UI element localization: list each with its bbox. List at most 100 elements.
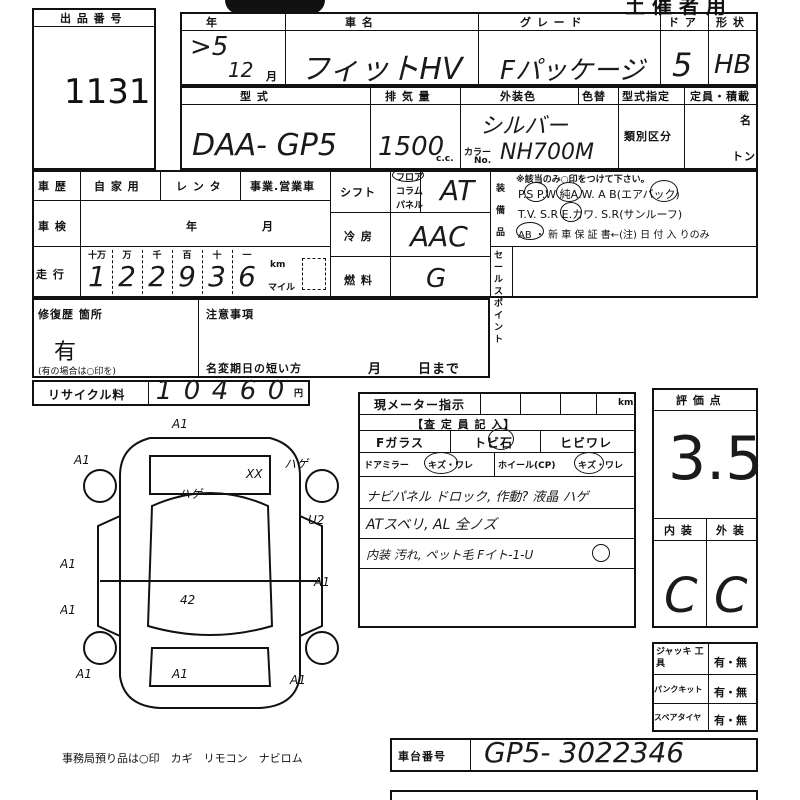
hood-outline	[149, 455, 271, 495]
ac-value: AAC	[410, 220, 468, 253]
row1-box	[180, 12, 758, 86]
inspector-line3: 内装 汚れ, ペット毛 Fイト-1-U	[366, 548, 534, 562]
color-no-label: No.	[474, 156, 492, 166]
notes-label: 注意事項	[206, 308, 254, 321]
floor-circle	[392, 168, 424, 182]
model-label: 型 式	[240, 90, 269, 103]
mileage-digit: 2	[118, 260, 136, 293]
private-use-label: 自 家 用	[94, 180, 140, 193]
column-label: コラム	[396, 187, 423, 197]
mile-label: マイル	[268, 283, 296, 293]
digit-label: 万	[122, 251, 132, 261]
row2-box	[180, 86, 758, 170]
damage-mark: A1	[171, 667, 188, 681]
panel-label: パネル	[396, 201, 424, 211]
damage-mark: ハゲ	[284, 457, 310, 471]
inspector-line2: ATスベリ, AL 全ノズ	[366, 517, 497, 533]
damage-mark: XX	[245, 467, 263, 481]
sr-circle	[560, 202, 582, 222]
front-right-wheel	[305, 469, 339, 503]
mileage-digit: 6	[238, 260, 256, 293]
lot-box	[32, 8, 156, 170]
damage-mark: A1	[73, 453, 90, 467]
exterior-label: 外 装	[716, 524, 745, 537]
ps-circle	[524, 182, 548, 202]
shape-value: HB	[714, 50, 752, 80]
ab2-circle	[516, 222, 544, 240]
recycle-digit: 4	[211, 376, 229, 406]
ac-label: 冷 房	[344, 230, 373, 243]
capacity-label: 定員・積載	[690, 90, 750, 103]
car-outline	[97, 437, 323, 709]
repair-note: (有の場合は○印を)	[38, 367, 116, 377]
jack-yes-no: 有・無	[714, 656, 747, 669]
shape-label: 形 状	[716, 16, 745, 29]
ton-unit: トン	[732, 150, 756, 163]
spare-yes-no: 有・無	[714, 714, 747, 727]
color-code: NH700M	[500, 140, 594, 165]
name-change-day: 日まで	[418, 362, 461, 377]
color-name: シルバー	[480, 114, 569, 139]
roof-outline	[146, 492, 274, 636]
meter-label: 現メーター指示	[374, 398, 466, 412]
meter-unit: km	[618, 398, 634, 408]
repair-value: 有	[54, 340, 77, 365]
recycle-digits: 1 0 4 6 0	[150, 376, 290, 406]
inspection-label: 車 検	[38, 220, 67, 233]
year-label: 年	[206, 16, 218, 29]
repair-notes-box	[32, 298, 490, 378]
shift-label: シフト	[340, 186, 376, 199]
accessories-box	[652, 642, 758, 732]
fuel-label: 燃 料	[344, 274, 373, 287]
puncture-yes-no: 有・無	[714, 686, 747, 699]
displacement-unit: c.c.	[436, 154, 454, 164]
puncture-kit-label: パンクキット	[654, 685, 703, 694]
mileage-digit-labels: 十万 万 千 百 十 一	[82, 248, 262, 261]
recycle-box	[32, 380, 310, 406]
history-label: 車 歴	[38, 180, 67, 193]
mileage-label: 走 行	[36, 268, 65, 281]
car-damage-diagram: A1 A1 ハゲ ハゲ XX U2 A1 A1 42 A1 A1 A1 A1	[60, 417, 339, 709]
crack-label: ヒビワレ	[560, 436, 613, 450]
inspector-title: 【査 定 員 記 入】	[412, 418, 516, 431]
car-label: 車 名	[345, 16, 374, 29]
fuel-value: G	[426, 264, 447, 294]
model-value: DAA- GP5	[192, 128, 337, 163]
chassis-label: 車台番号	[398, 750, 446, 763]
ab-circle	[650, 180, 678, 202]
header-smudge	[225, 0, 325, 14]
class-label: 類別区分	[624, 130, 672, 143]
mileage-digits: 1 2 2 9 3 6	[82, 260, 262, 293]
repair-label: 修復歴 箇所	[38, 308, 103, 321]
recycle-digit: 0	[183, 376, 201, 406]
wheel-label: ホイール(CP)	[498, 461, 556, 471]
digit-label: 千	[152, 251, 162, 261]
equipment-line2: T.V. S.R E.カワ. S.R(サンルーフ)	[518, 208, 683, 221]
chip-circle	[488, 428, 514, 450]
wheel-damage-circle	[574, 452, 604, 474]
shift-value: AT	[440, 174, 475, 207]
month-unit: 月	[266, 70, 278, 83]
lot-number: 1131	[64, 72, 151, 112]
recycle-digit: 6	[239, 376, 257, 406]
trunk-outline	[148, 647, 272, 687]
repaint-label: 色替	[582, 90, 606, 103]
damage-mark: A1	[60, 557, 76, 571]
grade-value: Fパッケージ	[500, 56, 645, 86]
spare-tire-label: スペアタイヤ	[654, 713, 702, 722]
damage-mark: A1	[313, 575, 330, 589]
recycle-digit: 0	[267, 376, 285, 406]
door-mirror-label: ドアミラー	[364, 461, 409, 471]
mile-checkbox	[302, 258, 326, 290]
damage-mark: A1	[75, 667, 92, 681]
mileage-digit: 2	[148, 260, 166, 293]
digit-label: 十	[212, 251, 222, 261]
month-value: 12	[228, 58, 254, 82]
person-unit: 名	[740, 114, 752, 127]
rental-label: レ ン タ	[176, 180, 222, 193]
mileage-digit: 9	[178, 260, 196, 293]
recycle-digit: 1	[155, 376, 173, 406]
grade-label: グ レ ー ド	[520, 16, 583, 29]
km-label: km	[270, 260, 286, 270]
mileage-digit: 1	[88, 260, 106, 293]
